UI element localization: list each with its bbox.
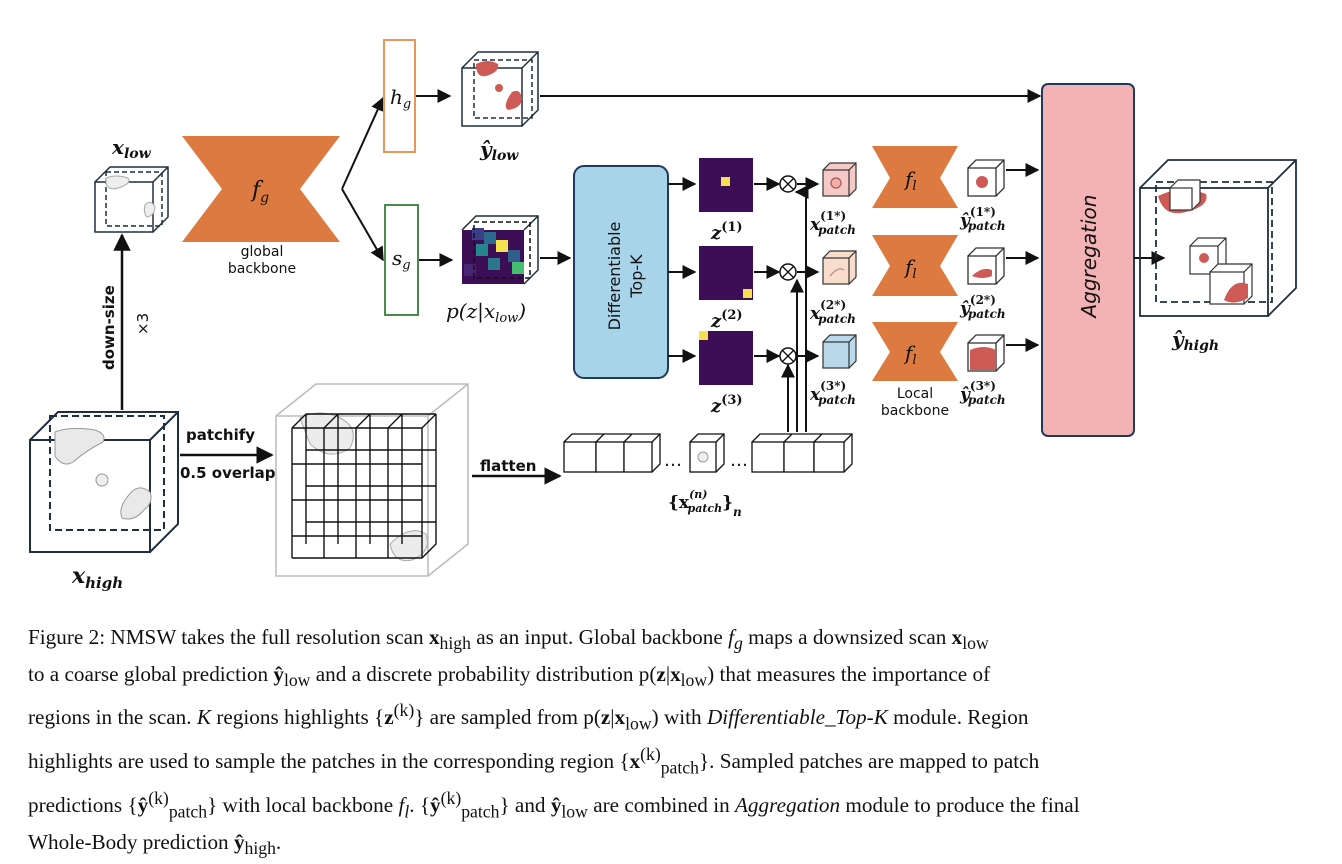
topk-label-1: Differentiable bbox=[605, 222, 624, 331]
z3-label: z(3) bbox=[710, 393, 743, 417]
branch-to-hg bbox=[341, 96, 385, 190]
otimes-3 bbox=[779, 347, 797, 365]
nmsw-architecture-diagram: xhigh down-size ×3 xlow fg global backbo… bbox=[29, 39, 1297, 592]
patch-cube-3 bbox=[822, 334, 857, 369]
down-size-label: down-size bbox=[100, 285, 118, 370]
topk-label-2: Top-K bbox=[627, 254, 646, 299]
hg-box bbox=[383, 39, 416, 153]
sg-box bbox=[384, 204, 419, 316]
patch-cube-1 bbox=[822, 162, 857, 197]
y-high-cube bbox=[1139, 159, 1297, 317]
patch-grid bbox=[275, 383, 469, 577]
z3-highlight bbox=[699, 331, 708, 340]
aggregation-module bbox=[1041, 83, 1135, 437]
local-backbone-label-2: backbone bbox=[881, 403, 949, 419]
xp3-label: x(3*)patch bbox=[809, 379, 856, 407]
overlap-label: 0.5 overlap bbox=[180, 464, 276, 482]
x-low-cube bbox=[94, 166, 169, 233]
ypatch-cube-2 bbox=[967, 247, 1005, 285]
flattened-patches bbox=[563, 433, 853, 473]
dots-1: … bbox=[664, 450, 682, 471]
pz-label: p(z|xlow) bbox=[446, 299, 526, 326]
aggregation-label: Aggregation bbox=[1077, 195, 1101, 320]
otimes-2 bbox=[779, 263, 797, 281]
x-high-label: xhigh bbox=[71, 563, 123, 592]
otimes-1 bbox=[779, 175, 797, 193]
y-high-label: ŷhigh bbox=[1171, 327, 1219, 354]
local-backbone-3 bbox=[872, 322, 958, 381]
yp1-label: ŷ(1*)patch bbox=[959, 205, 1006, 233]
global-backbone-shape bbox=[182, 136, 340, 242]
z2-label: z(2) bbox=[710, 308, 743, 332]
caption-line-2: to a coarse global prediction ŷlow and a… bbox=[28, 661, 991, 690]
caption-line-6: Whole-Body prediction ŷhigh. bbox=[28, 829, 282, 859]
ypatch-cube-1 bbox=[967, 159, 1005, 197]
flatten-label: flatten bbox=[480, 457, 536, 475]
patchify-label: patchify bbox=[186, 426, 255, 444]
z1-highlight bbox=[721, 177, 730, 186]
x-high-cube bbox=[29, 411, 179, 553]
figure-caption: Figure 2: NMSW takes the full resolution… bbox=[28, 622, 1314, 864]
caption-line-1: Figure 2: NMSW takes the full resolution… bbox=[28, 625, 989, 654]
patch-cube-2 bbox=[822, 250, 857, 285]
y-low-label: ŷlow bbox=[479, 137, 519, 164]
dots-2: … bbox=[730, 450, 748, 471]
branch-to-sg bbox=[341, 188, 384, 262]
local-backbone-label-1: Local bbox=[897, 386, 933, 402]
caption-line-5: predictions {ŷ(k)patch} with local backb… bbox=[28, 788, 1080, 822]
caption-line-4: highlights are used to sample the patche… bbox=[28, 744, 1040, 778]
y-low-cube bbox=[461, 51, 539, 127]
caption-line-3: regions in the scan. K regions highlight… bbox=[28, 700, 1029, 734]
z1-label: z(1) bbox=[710, 220, 743, 244]
z2-highlight bbox=[743, 289, 752, 298]
global-backbone-label-1: global bbox=[241, 244, 284, 260]
local-backbone-2 bbox=[872, 235, 958, 296]
hg-label: hg bbox=[390, 85, 411, 112]
sg-label: sg bbox=[392, 246, 411, 273]
xpatch-set-label: {x(n)patch}n bbox=[668, 488, 742, 519]
xp2-label: x(2*)patch bbox=[809, 298, 856, 326]
global-backbone-label-2: backbone bbox=[228, 261, 296, 277]
yp2-label: ŷ(2*)patch bbox=[959, 293, 1006, 321]
times3-label: ×3 bbox=[134, 313, 152, 335]
pz-heatmap bbox=[461, 215, 539, 285]
ypatch-cube-3 bbox=[967, 334, 1005, 372]
yp3-label: ŷ(3*)patch bbox=[959, 379, 1006, 407]
x-low-label: xlow bbox=[111, 135, 152, 162]
local-backbone-1 bbox=[872, 146, 958, 208]
xp1-label: x(1*)patch bbox=[809, 209, 856, 237]
